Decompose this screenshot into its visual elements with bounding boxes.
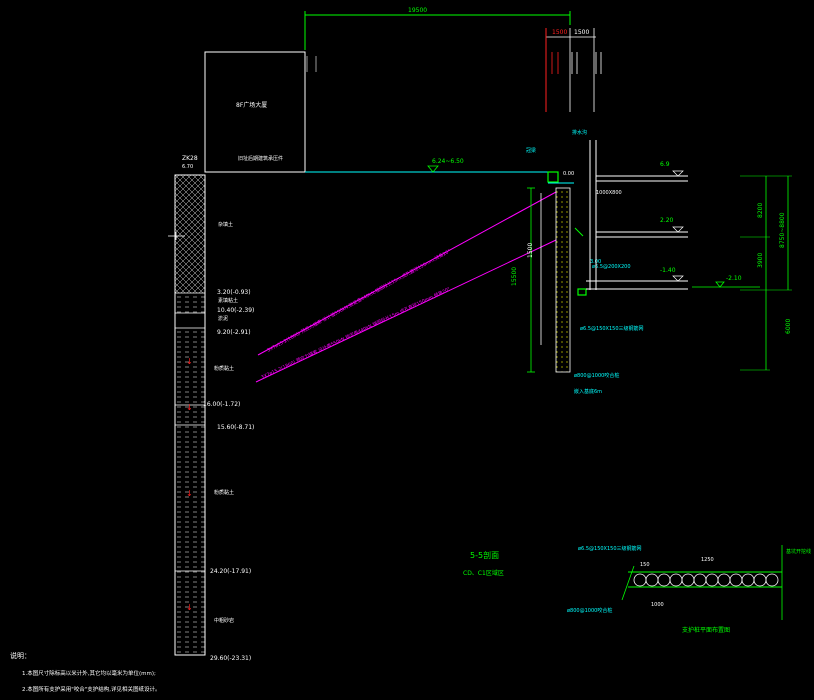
layer-name-3: 淤泥 — [218, 315, 228, 322]
level-m1-4: -1.40 — [660, 267, 676, 274]
layer-depth-6: 24.20(-17.91) — [210, 568, 251, 575]
layer-name-2: 素填粘土 — [218, 297, 238, 304]
sample-mark-3: ↓ — [186, 489, 193, 498]
dim-total: 8750~8800 — [779, 212, 786, 248]
plan-dim-1250: 1250 — [701, 557, 714, 563]
pile-circles — [633, 573, 779, 587]
plan-title: 支护桩平面布置图 — [682, 626, 730, 634]
drain-label: 排水沟 — [572, 129, 587, 136]
layer-depth-5: 15.60(-8.71) — [217, 424, 254, 431]
dim-8200: 8200 — [757, 203, 764, 218]
ground-line: 6.24~6.50 — [305, 158, 548, 173]
borehole-column: ZK28 6.70 3.20(-0.93) 10.40(-2.39) 9.20(… — [168, 155, 254, 662]
dim-6000: 6000 — [785, 319, 792, 334]
notes-heading: 说明： — [10, 651, 31, 660]
layer-name-4: 粉质黏土 — [214, 365, 234, 372]
cap-beam-size: 1000X800 — [596, 190, 622, 196]
dim-19500: 19500 — [408, 7, 427, 14]
section-title-sub: CD、C1区域区 — [463, 569, 504, 577]
section-title: 5-5剖面 CD、C1区域区 — [463, 550, 504, 577]
dim-1500-right: 1500 — [574, 29, 589, 36]
wall-top-dimensions: 1500 1500 — [545, 28, 602, 112]
waler-rebar: ø6.5@200X200 — [592, 264, 631, 270]
basement-floors: 6.9 2.20 -1.40 -2.10 — [586, 140, 760, 290]
layer-name-5: 粉质黏土 — [214, 489, 234, 496]
layer-name-6: 中粗砂岩 — [214, 617, 234, 624]
notes: 说明： 1.本图尺寸除标高以米计外,其它均以毫米为单位(mm); 2.本图所有支… — [10, 651, 161, 693]
dim-1500-side: 1500 — [527, 243, 534, 258]
embed-note: 嵌入基底6m — [574, 388, 602, 395]
borehole-id: ZK28 — [182, 155, 198, 162]
layer-depth-1: 3.20(-0.93) — [217, 289, 251, 296]
sample-mark-4: ↓ — [186, 603, 193, 612]
note-2: 2.本图所有支护采用"咬合"支护结构,详见相关图纸设计。 — [22, 685, 161, 693]
pile-label: ø800@1000咬合桩 — [574, 372, 619, 379]
level-6-9: 6.9 — [660, 161, 670, 168]
plan-pile-label: ø800@1000咬合桩 — [567, 607, 612, 614]
level-0-00: 0.00 — [563, 171, 574, 177]
section-title-main: 5-5剖面 — [470, 550, 499, 560]
cap-beam-label: 冠梁 — [526, 147, 536, 154]
rebar-mesh-label: ø6.5@150X150三级钢筋网 — [580, 325, 644, 332]
top-overall-dimension: 19500 — [304, 7, 571, 50]
adjacent-building: 8F广场大厦 旧址后期建筑承压件 — [204, 51, 317, 173]
plan-rebar-label: ø6.5@150X150三级钢筋网 — [578, 545, 642, 552]
layer-depth-7: 29.60(-23.31) — [210, 655, 251, 662]
right-vertical-dimensions: 8200 3900 8750~8800 6000 — [740, 175, 792, 371]
top-level: 6.24~6.50 — [432, 158, 464, 165]
dim-embed: 15500 — [511, 267, 518, 286]
level-2-2: 2.20 — [660, 217, 674, 224]
layer-depth-4: 16.00(-1.72) — [203, 401, 240, 408]
plan-dim-150: 150 — [640, 562, 650, 568]
sample-mark-2: ↓ — [186, 403, 193, 412]
anchor-cables: 3X7ø15.2(1860) 预应力锚索 设计值550kN,锁定值440kN,锚… — [255, 191, 557, 383]
dim-1500-left: 1500 — [552, 29, 567, 36]
level-m2-1: -2.10 — [726, 275, 742, 282]
pile-plan-view: ø6.5@150X150三级钢筋网 ø800@1000咬合桩 基坑开挖线 150… — [567, 545, 811, 634]
building-label: 8F广场大厦 — [236, 101, 267, 109]
layer-name-1: 杂填土 — [218, 221, 233, 228]
sample-mark-1: ↓ — [186, 357, 193, 366]
dim-3900: 3900 — [757, 253, 764, 268]
note-1: 1.本图尺寸除标高以米计外,其它均以毫米为单位(mm); — [22, 669, 156, 677]
retaining-wall-section: 15500 1500 冠梁 排水沟 0.00 1000X800 ø6.5@200… — [511, 129, 644, 395]
building-bottom-note: 旧址后期建筑承压件 — [238, 155, 283, 162]
plan-excavation-label: 基坑开挖线 — [786, 548, 811, 555]
plan-dim-1000: 1000 — [651, 602, 664, 608]
layer-depth-2: 10.40(-2.39) — [217, 307, 254, 314]
layer-depth-3: 9.20(-2.91) — [217, 329, 251, 336]
borehole-elev: 6.70 — [182, 164, 193, 170]
